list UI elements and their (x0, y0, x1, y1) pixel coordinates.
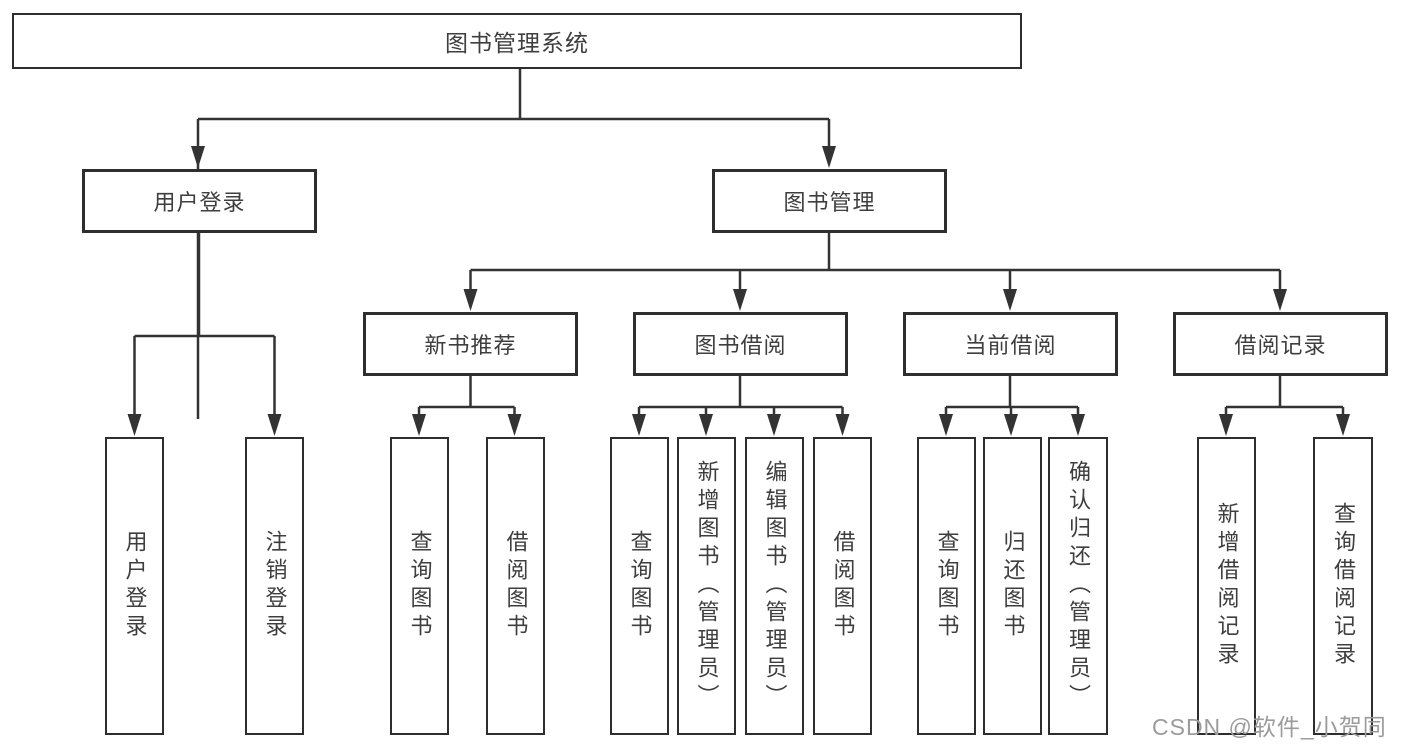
node-logout-leaf: 注销登录 (245, 437, 304, 735)
node-book-management: 图书管理 (712, 169, 947, 233)
node-book-borrowing: 图书借阅 (633, 312, 848, 376)
node-query-books-borrowing: 查询图书 (610, 437, 669, 735)
node-add-borrow-record: 新增借阅记录 (1197, 437, 1256, 735)
node-query-books-current: 查询图书 (917, 437, 976, 735)
node-user-login: 用户登录 (82, 169, 317, 233)
node-user-login-leaf: 用户登录 (105, 437, 164, 735)
node-borrowing-records: 借阅记录 (1173, 312, 1388, 376)
node-query-books-recommend: 查询图书 (390, 437, 449, 735)
csdn-watermark: CSDN @软件_小贺同学 (1152, 714, 1387, 740)
node-current-borrowing: 当前借阅 (903, 312, 1118, 376)
node-query-borrow-record: 查询借阅记录 (1313, 437, 1373, 735)
node-new-book-recommendation: 新书推荐 (363, 312, 578, 376)
node-library-management-system: 图书管理系统 (12, 13, 1022, 69)
node-borrow-books-borrowing: 借阅图书 (813, 437, 872, 735)
node-add-books-admin: 新增图书（管理员） (677, 437, 736, 735)
node-confirm-return-admin: 确认归还（管理员） (1048, 437, 1108, 735)
node-return-books: 归还图书 (983, 437, 1042, 735)
node-borrow-books-recommend: 借阅图书 (486, 437, 545, 735)
node-edit-books-admin: 编辑图书（管理员） (745, 437, 804, 735)
